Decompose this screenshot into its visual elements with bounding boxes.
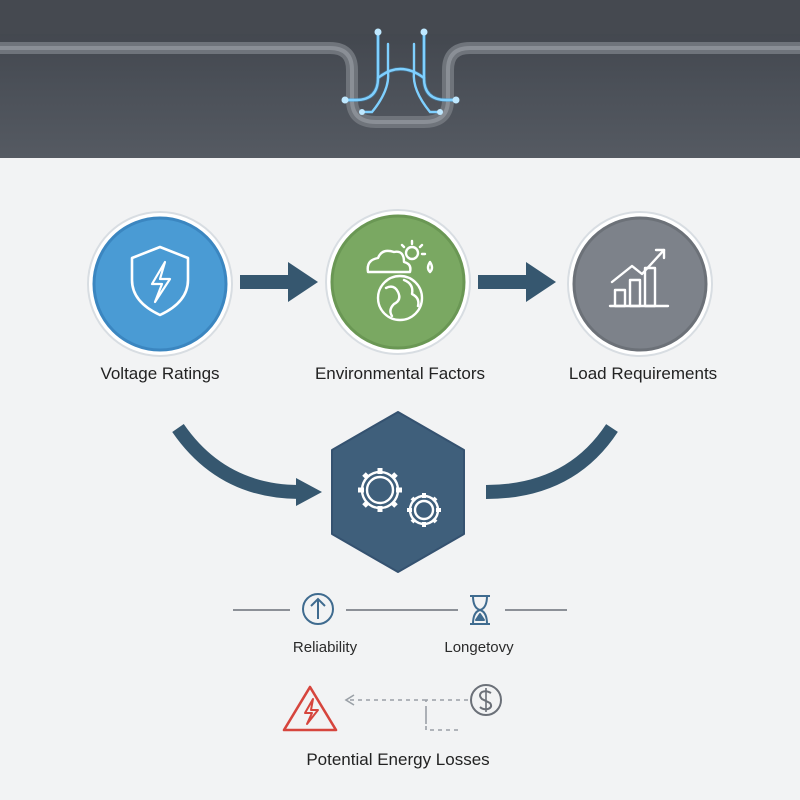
shield-lightning-icon (130, 245, 190, 317)
voltage-label: Voltage Ratings (100, 364, 220, 383)
longevity-label: Longetovy (444, 639, 514, 656)
load-label: Load Requirements (568, 364, 718, 383)
load-node (567, 211, 713, 357)
losses-label: Potential Energy Losses (306, 750, 490, 769)
environment-node (325, 209, 471, 355)
reliability-label: Reliability (292, 639, 358, 656)
arrow-voltage-to-environment (240, 262, 318, 302)
arrow-up-circle-icon (302, 593, 334, 625)
curve-left (172, 423, 301, 499)
losses-row (282, 684, 502, 732)
outcomes-line (233, 593, 567, 625)
environment-label: Environmental Factors (314, 364, 486, 383)
bar-chart-growth-icon (608, 248, 670, 308)
center-node (331, 411, 465, 573)
arrow-environment-to-load (478, 262, 556, 302)
dollar-coin-icon (470, 684, 502, 716)
header-band (0, 0, 800, 158)
gears-icon (358, 468, 441, 527)
hourglass-icon (470, 595, 490, 625)
curve-right (485, 424, 618, 499)
voltage-node (87, 211, 233, 357)
weather-globe-icon (366, 239, 434, 322)
circuit-logo-icon (0, 0, 800, 128)
warning-lightning-icon (282, 685, 338, 732)
